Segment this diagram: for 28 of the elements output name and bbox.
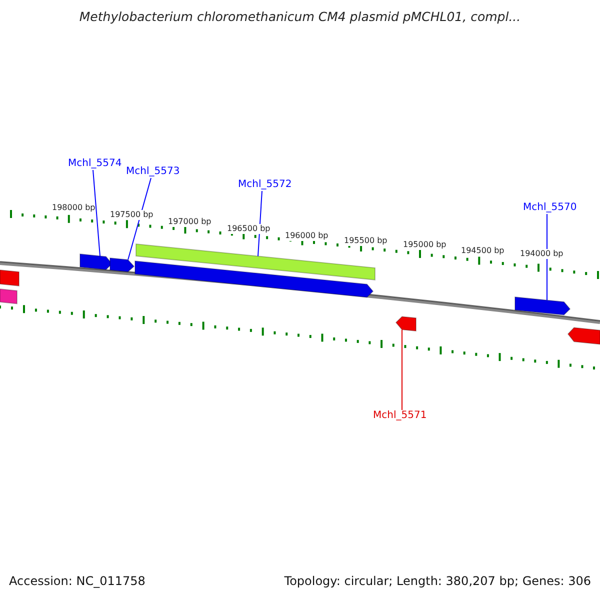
gene-feature xyxy=(0,269,20,286)
scale-label: 198000 bp xyxy=(52,203,96,213)
leader-line xyxy=(92,170,100,256)
gene-feature xyxy=(567,327,600,345)
leader-line xyxy=(128,178,152,260)
diagram-title: Methylobacterium chloromethanicum CM4 plasmid pMCHL01, compl... xyxy=(78,9,522,24)
gene-label: Mchl_5571 xyxy=(373,410,427,422)
gene-feature xyxy=(0,288,18,304)
scale-label: 194000 bp xyxy=(520,249,564,259)
scale-label: 195500 bp xyxy=(344,236,388,246)
gene-label: Mchl_5570 xyxy=(523,202,577,214)
gene-feature xyxy=(110,257,135,272)
accession-text: Accession: NC_011758 xyxy=(9,574,146,588)
gene-label: Mchl_5572 xyxy=(238,179,292,191)
gene-feature xyxy=(134,260,374,298)
scale-label: 195000 bp xyxy=(403,240,446,250)
scale-label: 197000 bp xyxy=(168,217,212,227)
gene-feature xyxy=(514,296,571,316)
gene-label: Mchl_5573 xyxy=(126,166,180,178)
gene-label: Mchl_5574 xyxy=(68,158,122,170)
scale-label: 194500 bp xyxy=(461,246,504,256)
gene-feature xyxy=(395,316,416,332)
genome-info-text: Topology: circular; Length: 380,207 bp; Genes: 306 xyxy=(284,574,591,588)
highlight-bar xyxy=(136,243,376,280)
scale-label: 196000 bp xyxy=(285,231,328,241)
scale-label: 197500 bp xyxy=(110,210,154,220)
leader-line xyxy=(546,214,548,301)
scale-label: 196500 bp xyxy=(227,224,270,234)
